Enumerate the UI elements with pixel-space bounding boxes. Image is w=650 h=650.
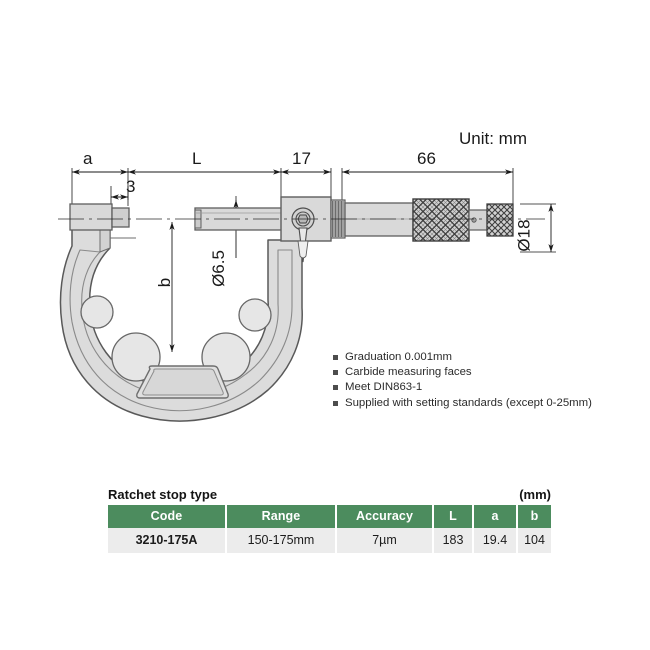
specification-table: Code Range Accuracy L a b 3210-175A 150-… — [108, 505, 551, 553]
cell-range: 150-175mm — [226, 528, 337, 553]
unit-note-label: Unit: mm — [459, 129, 527, 148]
spec-text: Carbide measuring faces — [345, 366, 472, 379]
cell-a: 19.4 — [473, 528, 518, 553]
bullet-square-icon — [333, 385, 338, 391]
dim-label-L: L — [192, 149, 202, 168]
sleeve-assembly — [280, 196, 414, 263]
frame-hole-left-small — [80, 295, 114, 329]
frame-inner-relief — [69, 249, 293, 412]
table-caption-row: Ratchet stop type (mm) — [108, 487, 551, 505]
cell-accuracy: 7µm — [336, 528, 434, 553]
cell-b: 104 — [517, 528, 551, 553]
specification-table-block: Ratchet stop type (mm) Code Range Accura… — [108, 487, 551, 553]
thimble-knurled-grip — [412, 198, 470, 242]
ratchet-pin — [471, 217, 477, 223]
table-title: Ratchet stop type — [108, 487, 218, 502]
table-header-row: Code Range Accuracy L a b — [108, 505, 551, 528]
dim-label-a: a — [83, 149, 93, 168]
lock-clamp-relief — [297, 240, 309, 259]
column-header-b: b — [517, 505, 551, 528]
column-header-accuracy: Accuracy — [336, 505, 434, 528]
anvil-body — [69, 203, 113, 231]
dimension-lines-group — [71, 168, 556, 352]
cell-code: 3210-175A — [108, 528, 227, 553]
frame-nameplate-inner — [142, 368, 224, 396]
dim-label-17: 17 — [292, 149, 311, 168]
dim-label-diameter-18: Ø18 — [514, 219, 534, 252]
table-unit-note: (mm) — [519, 487, 551, 502]
table-row: 3210-175A 150-175mm 7µm 183 19.4 104 — [108, 528, 551, 553]
spec-text: Supplied with setting standards (except … — [345, 396, 592, 409]
spec-list-item: Carbide measuring faces — [333, 365, 633, 380]
micrometer-frame — [59, 205, 303, 422]
frame-hole-right-small — [238, 298, 272, 332]
ratchet-stop-assembly — [468, 203, 514, 237]
specifications-list: Graduation 0.001mm Carbide measuring fac… — [333, 350, 633, 411]
dim-label-3: 3 — [126, 177, 136, 196]
column-header-range: Range — [226, 505, 337, 528]
column-header-l: L — [433, 505, 474, 528]
anvil-assembly — [69, 203, 130, 231]
bullet-square-icon — [333, 400, 338, 406]
dim-label-b: b — [155, 277, 175, 288]
sleeve-graduation-marks — [332, 201, 344, 237]
cell-l: 183 — [433, 528, 474, 553]
thimble-assembly — [412, 198, 470, 242]
column-header-a: a — [473, 505, 518, 528]
ratchet-knurled-cap — [486, 203, 514, 237]
bullet-square-icon — [333, 370, 338, 376]
spec-list-item: Graduation 0.001mm — [333, 350, 633, 365]
spec-text: Graduation 0.001mm — [345, 351, 453, 363]
barrel-shaft — [344, 202, 414, 237]
spec-text: Meet DIN863-1 — [345, 381, 423, 394]
spec-list-item: Supplied with setting standards (except … — [333, 396, 633, 411]
bullet-square-icon — [333, 355, 338, 360]
column-header-code: Code — [108, 505, 227, 528]
dim-label-diameter-6-5: Ø6.5 — [208, 250, 228, 287]
anvil-carbide-tip — [111, 207, 130, 228]
dim-label-66: 66 — [417, 149, 436, 168]
spec-list-item: Meet DIN863-1 — [333, 380, 633, 395]
frame-hole-left-large — [111, 332, 161, 382]
